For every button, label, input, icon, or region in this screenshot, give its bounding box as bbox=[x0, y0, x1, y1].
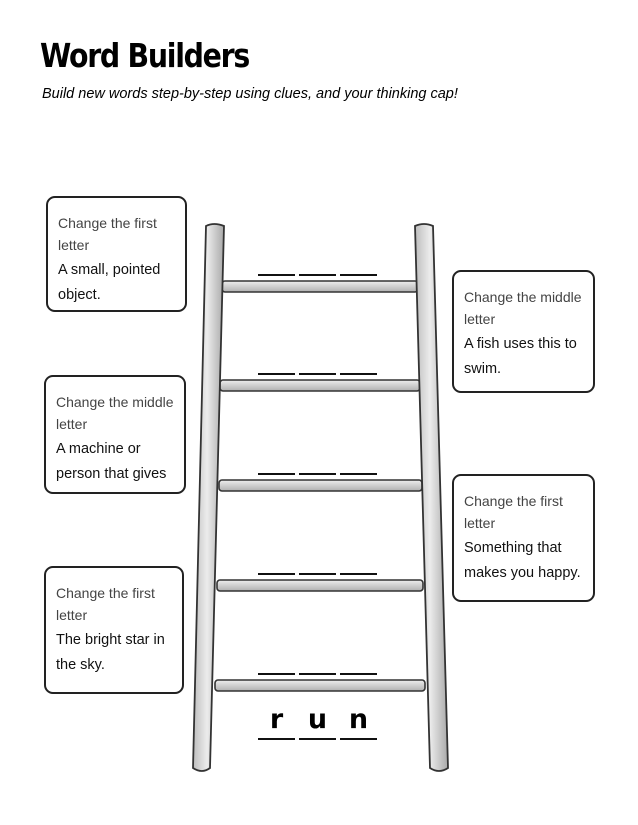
clue-box-step-4: Change the middle letter A fish uses thi… bbox=[452, 270, 595, 393]
letter-blank[interactable] bbox=[299, 373, 336, 375]
clue-box-step-3: Change the middle letter A machine or pe… bbox=[44, 375, 186, 494]
page-title: Word Builders bbox=[40, 36, 250, 75]
clue-hint: A fish uses this to swim. bbox=[464, 336, 577, 377]
start-letter: n bbox=[340, 704, 377, 740]
page-subtitle: Build new words step-by-step using clues… bbox=[42, 86, 458, 102]
letter-blank[interactable] bbox=[258, 274, 295, 276]
ladder-rung bbox=[214, 679, 426, 692]
letter-blank[interactable] bbox=[299, 673, 336, 675]
ladder-rungs bbox=[214, 280, 426, 692]
letter-blank[interactable] bbox=[258, 673, 295, 675]
clue-box-step-2: Change the first letter Something that m… bbox=[452, 474, 595, 602]
letter-blank[interactable] bbox=[299, 274, 336, 276]
start-word: r u n bbox=[258, 704, 377, 740]
clue-instruction: Change the first letter bbox=[464, 493, 563, 531]
start-letter: u bbox=[299, 704, 336, 740]
letter-blank[interactable] bbox=[340, 373, 377, 375]
clue-instruction: Change the first letter bbox=[56, 585, 155, 623]
ladder-rung bbox=[219, 379, 421, 392]
ladder-rung bbox=[221, 280, 419, 293]
answer-blanks-step-5[interactable] bbox=[258, 274, 377, 276]
letter-blank[interactable] bbox=[299, 573, 336, 575]
ladder-right-rail bbox=[414, 223, 449, 772]
letter-blank[interactable] bbox=[258, 373, 295, 375]
letter-blank[interactable] bbox=[340, 473, 377, 475]
answer-blanks-step-1[interactable] bbox=[258, 673, 377, 675]
clue-hint: A machine or person that gives bbox=[56, 441, 167, 482]
start-letter: r bbox=[258, 704, 295, 740]
letter-blank[interactable] bbox=[340, 673, 377, 675]
letter-blank[interactable] bbox=[258, 573, 295, 575]
answer-blanks-step-3[interactable] bbox=[258, 473, 377, 475]
clue-instruction: Change the first letter bbox=[58, 215, 157, 253]
letter-blank[interactable] bbox=[299, 473, 336, 475]
letter-blank[interactable] bbox=[340, 274, 377, 276]
answer-blanks-step-2[interactable] bbox=[258, 573, 377, 575]
letter-blank[interactable] bbox=[340, 573, 377, 575]
clue-hint: The bright star in the sky. bbox=[56, 632, 165, 673]
clue-instruction: Change the middle letter bbox=[56, 394, 174, 432]
ladder-rung bbox=[218, 479, 423, 492]
clue-box-step-1: Change the first letter The bright star … bbox=[44, 566, 184, 694]
clue-hint: Something that makes you happy. bbox=[464, 540, 581, 581]
letter-blank[interactable] bbox=[258, 473, 295, 475]
clue-hint: A small, pointed object. bbox=[58, 262, 161, 303]
ladder-left-rail bbox=[192, 223, 225, 772]
clue-box-step-5: Change the first letter A small, pointed… bbox=[46, 196, 187, 312]
ladder-rung bbox=[216, 579, 424, 592]
clue-instruction: Change the middle letter bbox=[464, 289, 582, 327]
answer-blanks-step-4[interactable] bbox=[258, 373, 377, 375]
